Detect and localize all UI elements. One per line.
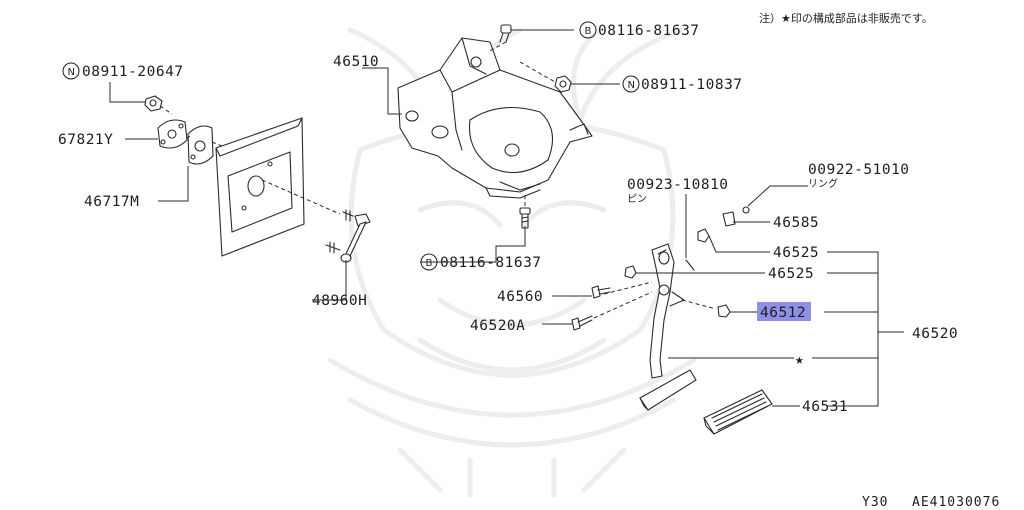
svg-text:B: B (585, 26, 592, 37)
label-bushing-2: 46525 (768, 266, 814, 282)
badge-n-right: N (622, 75, 640, 93)
connector-plate-rod (261, 179, 341, 215)
pedal-pad-46531-part (703, 389, 773, 435)
gasket-67821y-part (157, 119, 188, 149)
stopper-46512-part (717, 304, 731, 318)
label-pin: 00923-10810 (627, 177, 729, 193)
bolt-46560-part (591, 285, 611, 299)
svg-text:N: N (68, 67, 75, 78)
nut-right-part (554, 75, 572, 93)
label-star: ★ (795, 352, 804, 368)
label-46585: 46585 (773, 215, 819, 231)
bolt-bottom-part (519, 207, 531, 229)
clip-46585-part (722, 211, 736, 227)
non-sale-note: 注）★印の構成部品は非販売です。 (759, 11, 933, 25)
ring-part (742, 206, 750, 214)
bolt-46520a-part (571, 315, 593, 331)
highlight-box (757, 302, 811, 321)
label-gasket: 67821Y (58, 132, 113, 148)
label-plate: 46717M (84, 194, 139, 210)
label-bracket: 46510 (333, 54, 379, 70)
label-pin-sub: ピン (627, 193, 647, 205)
badge-b-top: B (579, 21, 597, 39)
bushing-2-part (624, 265, 637, 279)
label-nut-right: 08911-10837 (641, 77, 743, 93)
badge-b-bottom: B (420, 253, 438, 271)
connector-pedal (593, 281, 717, 319)
label-bolt-46520a: 46520A (470, 318, 525, 334)
gasket-46717m-part (187, 125, 214, 165)
badge-n-left: N (62, 62, 80, 80)
svg-text:N: N (628, 80, 635, 91)
bolt-top-part (499, 24, 512, 43)
label-bolt-46560: 46560 (497, 289, 543, 305)
label-bolt-top: 08116-81637 (598, 23, 700, 39)
footer-model: Y30 (862, 495, 888, 510)
label-stopper: 46512 (760, 305, 806, 321)
label-ring-sub: リング (808, 177, 838, 190)
firewall-plate-part (215, 117, 305, 257)
label-bushing-1: 46525 (773, 245, 819, 261)
svg-text:B: B (426, 258, 433, 269)
pedal-assembly-part (639, 243, 697, 411)
nut-left-part (144, 95, 163, 112)
label-pad: 46531 (802, 399, 848, 415)
label-rod: 48960H (312, 293, 367, 309)
leader-lines (109, 29, 904, 407)
bushing-1-part (697, 228, 710, 243)
label-nut-left: 08911-20647 (82, 64, 184, 80)
label-assembly: 46520 (912, 326, 958, 342)
bracket-46510 (397, 37, 593, 199)
label-ring: 00922-51010 (808, 162, 910, 178)
connector-bolt-top (487, 41, 556, 83)
pin-part (685, 259, 695, 271)
footer-figure-code: AE41030076 (912, 495, 1000, 510)
label-bolt-bottom: 08116-81637 (440, 255, 542, 271)
rod-48960h-part (325, 209, 371, 263)
